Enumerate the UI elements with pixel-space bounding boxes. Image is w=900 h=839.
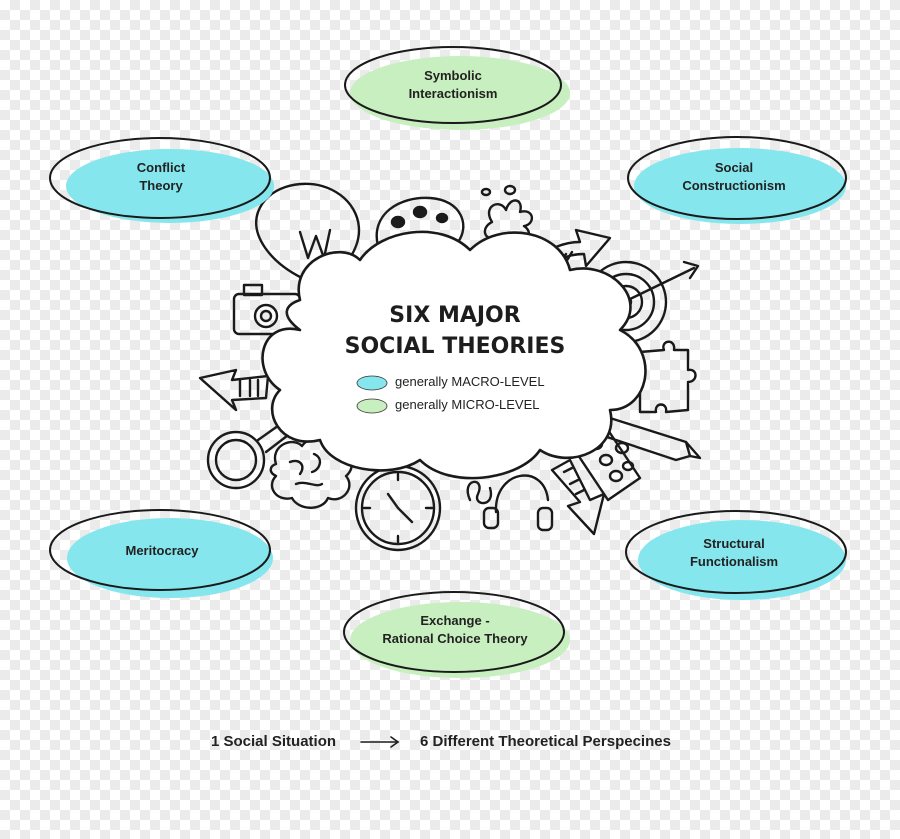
footer-left-text: 1 Social Situation — [211, 733, 337, 750]
footer-right-text: 6 Different Theoretical Perspecines — [420, 733, 671, 750]
page-title: SIX MAJOR SOCIAL THEORIES — [310, 300, 600, 362]
left-arrow-icon — [198, 368, 270, 412]
theory-exchange-rational-choice: Exchange - Rational Choice Theory — [382, 613, 528, 646]
bubble-exchange-rational-choice — [343, 591, 570, 678]
arrow-right-icon — [360, 736, 400, 748]
bubble-symbolic-interactionism — [344, 46, 570, 130]
squiggle-doodle — [466, 480, 493, 505]
pen-icon — [602, 416, 702, 462]
title-line-1: SIX MAJOR — [389, 303, 521, 328]
theory-conflict-theory: Conflict Theory — [136, 160, 186, 193]
clock-icon — [354, 464, 442, 552]
bubble-meritocracy — [49, 509, 273, 598]
bubble-structural-functionalism — [625, 510, 847, 600]
title-cloud — [261, 230, 647, 480]
headphones-icon — [482, 474, 554, 532]
legend-macro-label: generally MACRO-LEVEL — [395, 374, 545, 389]
down-arrow-icon — [550, 458, 606, 536]
legend-macro-swatch — [356, 375, 388, 391]
title-line-2: SOCIAL THEORIES — [344, 334, 566, 359]
theory-symbolic-interactionism: Symbolic Interactionism — [408, 68, 498, 101]
legend-micro-label: generally MICRO-LEVEL — [395, 397, 540, 412]
bubble-conflict-theory — [49, 137, 274, 223]
theory-social-constructionism: Social Constructionism — [682, 160, 786, 193]
theory-meritocracy: Meritocracy — [125, 543, 199, 558]
theory-structural-functionalism: Structural Functionalism — [689, 536, 779, 569]
legend-micro-swatch — [356, 398, 388, 414]
bubble-social-constructionism — [627, 136, 847, 224]
brain-icon — [269, 437, 353, 509]
